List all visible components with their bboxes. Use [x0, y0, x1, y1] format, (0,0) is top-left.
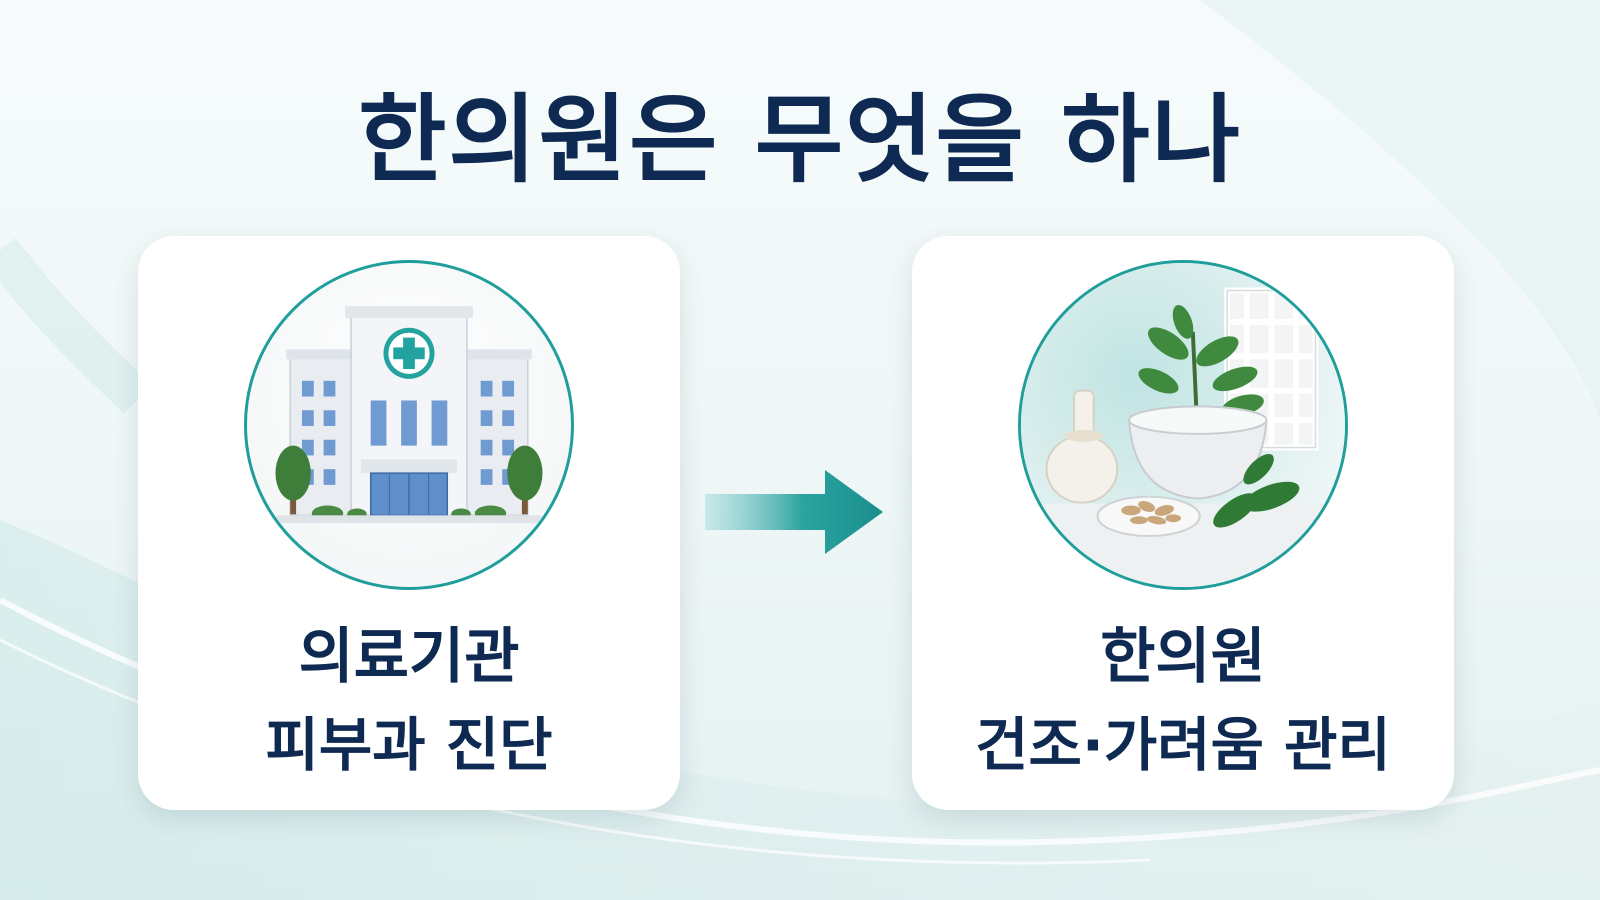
right-card-line1: 한의원 — [1100, 622, 1266, 692]
left-card-line1: 의료기관 — [298, 622, 520, 692]
herbal-medicine-icon — [1021, 263, 1345, 587]
herbal-medallion — [1018, 260, 1348, 590]
left-card-line2: 피부과 진단 — [265, 711, 553, 779]
medical-institution-card: 의료기관 피부과 진단 — [138, 236, 680, 810]
right-card-line2: 건조·가려움 관리 — [975, 711, 1391, 779]
hospital-icon — [275, 306, 543, 524]
korean-medicine-clinic-card: 한의원 건조·가려움 관리 — [912, 236, 1454, 810]
page-title: 한의원은 무엇을 하나 — [358, 84, 1242, 196]
hospital-medallion — [244, 260, 574, 590]
arrow-right-icon — [705, 470, 883, 554]
